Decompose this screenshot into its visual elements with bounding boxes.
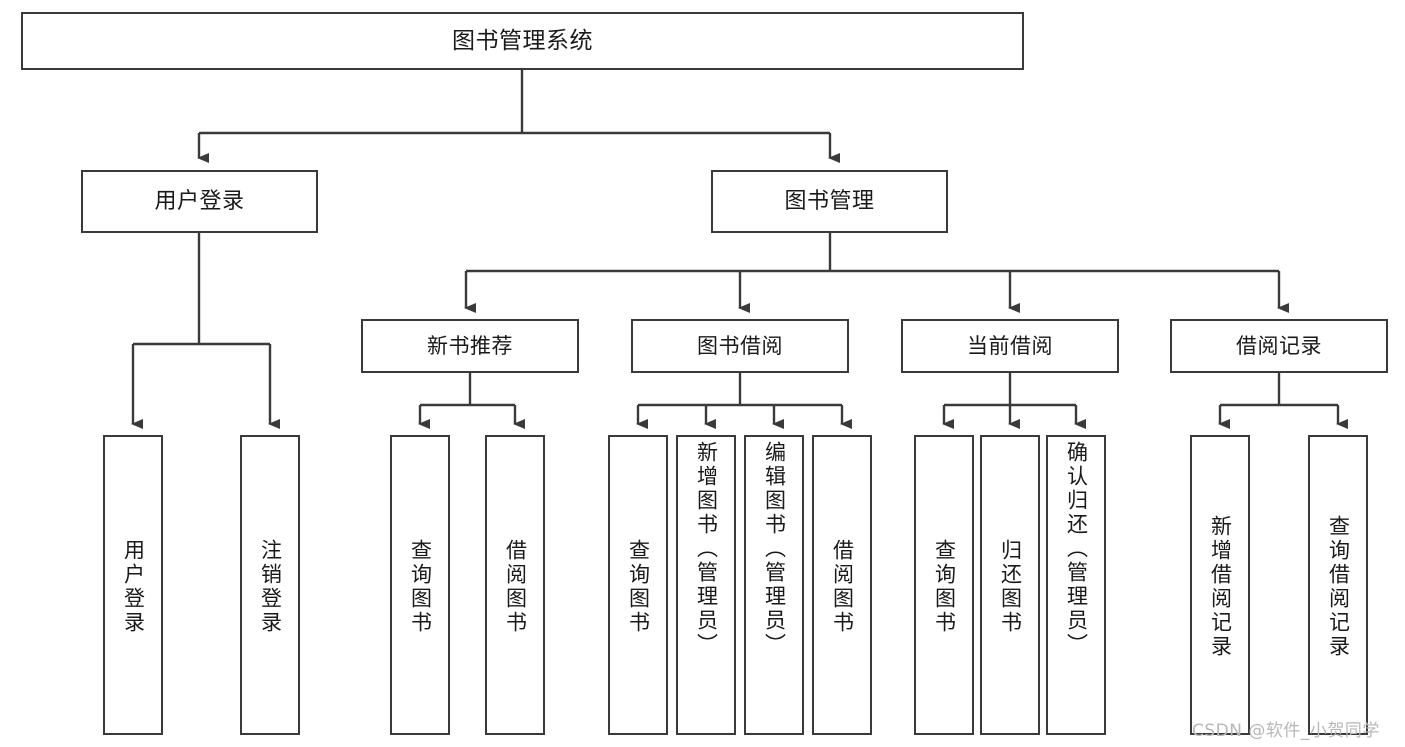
node-label: 查询借阅记录 [1326,515,1351,659]
node-root-book-management-system[interactable]: 图书管理系统 [21,12,1024,70]
node-label: 归还图书 [998,539,1023,635]
node-borrowing-records[interactable]: 借阅记录 [1170,319,1388,373]
leaf-new-book-query-books[interactable]: 查询图书 [390,435,450,735]
node-label: 用户登录 [154,188,245,214]
leaf-borrow-add-book-admin[interactable]: 新增图书（管理员） [676,435,736,735]
leaf-current-return-books[interactable]: 归还图书 [980,435,1040,735]
leaf-user-login-logout[interactable]: 注销登录 [240,435,300,735]
node-label: 确认归还（管理员） [1064,441,1089,657]
node-label: 用户登录 [121,539,146,635]
node-label: 借阅图书 [830,539,855,635]
watermark: CSDN @软件_小贺同学 [1192,721,1380,741]
node-label: 图书管理 [784,188,875,214]
node-label: 注销登录 [258,539,283,635]
node-label: 新书推荐 [427,333,513,358]
leaf-new-book-borrow-books[interactable]: 借阅图书 [485,435,545,735]
leaf-borrow-edit-book-admin[interactable]: 编辑图书（管理员） [744,435,804,735]
node-label: 借阅图书 [503,539,528,635]
node-current-borrowing[interactable]: 当前借阅 [901,319,1119,373]
leaf-current-query-books[interactable]: 查询图书 [914,435,974,735]
node-book-management[interactable]: 图书管理 [711,170,948,233]
node-label: 借阅记录 [1236,333,1322,358]
node-label: 新增图书（管理员） [694,441,719,657]
node-book-borrowing[interactable]: 图书借阅 [631,319,849,373]
leaf-current-confirm-return-admin[interactable]: 确认归还（管理员） [1046,435,1106,735]
node-new-book-recommendation[interactable]: 新书推荐 [361,319,579,373]
leaf-record-query-borrow-record[interactable]: 查询借阅记录 [1308,435,1368,735]
leaf-record-add-borrow-record[interactable]: 新增借阅记录 [1190,435,1250,735]
node-label: 查询图书 [408,539,433,635]
node-label: 查询图书 [932,539,957,635]
node-label: 图书管理系统 [452,27,593,54]
node-label: 编辑图书（管理员） [762,441,787,657]
leaf-borrow-query-books[interactable]: 查询图书 [608,435,668,735]
node-user-login[interactable]: 用户登录 [81,170,318,233]
node-label: 新增借阅记录 [1208,515,1233,659]
node-label: 图书借阅 [697,333,783,358]
node-label: 当前借阅 [967,333,1053,358]
leaf-user-login-login[interactable]: 用户登录 [103,435,163,735]
node-label: 查询图书 [626,539,651,635]
leaf-borrow-borrow-books[interactable]: 借阅图书 [812,435,872,735]
